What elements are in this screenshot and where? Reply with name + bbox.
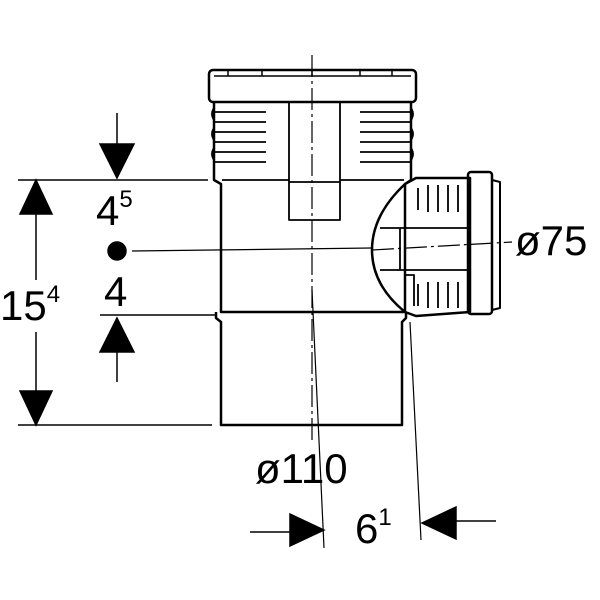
branch-axis-dot bbox=[107, 241, 127, 261]
arrow-top-offset bbox=[98, 143, 136, 180]
arrow-total-bottom bbox=[18, 390, 54, 427]
arrow-offset-right bbox=[420, 505, 457, 541]
branch-insert bbox=[380, 227, 468, 306]
label-bottom-offset: 4 bbox=[104, 268, 127, 315]
branch-grooves bbox=[417, 185, 459, 308]
leader-branch-offset bbox=[409, 321, 422, 541]
label-branch-offset: 61 bbox=[355, 504, 392, 552]
leader-branch-height bbox=[131, 247, 373, 252]
arrow-offset-left bbox=[289, 512, 326, 548]
label-top-offset: 45 bbox=[96, 186, 133, 234]
dimension-lines bbox=[18, 113, 496, 548]
arrow-total-top bbox=[18, 178, 54, 215]
socket-grooves-left bbox=[211, 107, 266, 163]
arrow-bottom-offset bbox=[98, 316, 136, 353]
branch-outlet bbox=[370, 170, 501, 318]
branch-center-line bbox=[371, 241, 513, 251]
leader-main-diameter bbox=[311, 289, 325, 549]
label-main-diameter: ø110 bbox=[255, 445, 348, 492]
label-total-height: 154 bbox=[0, 281, 60, 329]
spigot-pipe bbox=[214, 312, 408, 427]
internal-insert-center bbox=[288, 102, 341, 221]
label-branch-diameter: ø75 bbox=[515, 217, 587, 264]
center-lines bbox=[131, 55, 513, 549]
socket-grooves-right bbox=[360, 107, 414, 163]
dimension-labels: 45 4 154 ø75 ø110 61 bbox=[0, 186, 587, 552]
